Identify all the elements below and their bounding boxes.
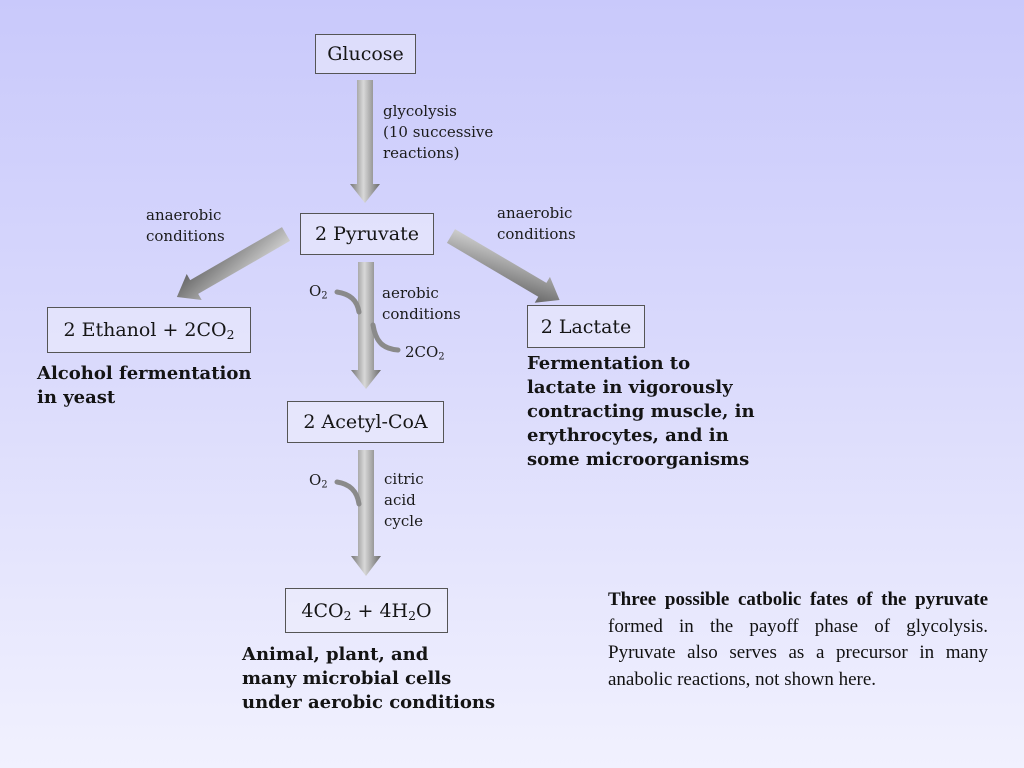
glycolysis-arrow	[350, 80, 380, 203]
o2-label-top: O2	[309, 282, 328, 302]
anaerobic-right-label: anaerobic conditions	[497, 204, 576, 243]
ethanol-box: 2 Ethanol + 2CO2	[47, 307, 251, 353]
co2-h2o-label: 4CO2 + 4H2O	[301, 599, 432, 623]
lactate-label: 2 Lactate	[540, 315, 632, 338]
ethanol-label: 2 Ethanol + 2CO2	[63, 319, 235, 343]
aerobic-label: aerobic conditions	[382, 284, 461, 323]
glycolysis-label: glycolysis (10 successive reactions)	[383, 102, 494, 162]
figure-caption: Three possible catbolic fates of the pyr…	[608, 587, 988, 693]
aerobic-conditions-caption: Animal, plant, and many microbial cells …	[242, 644, 496, 713]
lactate-fermentation-caption: Fermentation to lactate in vigorously co…	[527, 353, 755, 470]
pyruvate-box: 2 Pyruvate	[300, 213, 434, 255]
acetyl-coa-box: 2 Acetyl-CoA	[287, 401, 444, 443]
o2-label-bottom: O2	[309, 471, 328, 491]
pyruvate-label: 2 Pyruvate	[315, 223, 419, 245]
o2-input-curve-top	[334, 289, 362, 315]
alcohol-fermentation-caption: Alcohol fermentation in yeast	[37, 363, 252, 408]
anaerobic-right-arrow	[446, 229, 560, 303]
co2-h2o-box: 4CO2 + 4H2O	[285, 588, 448, 633]
citric-acid-cycle-label: citric acid cycle	[384, 470, 424, 530]
figure-caption-bold: Three possible catbolic fates of the pyr…	[608, 589, 988, 610]
glucose-box: Glucose	[315, 34, 416, 74]
citric-acid-cycle-arrow	[351, 450, 381, 576]
co2-output-label: 2CO2	[405, 343, 445, 363]
figure-caption-text: formed in the payoff phase of glycolysis…	[608, 615, 988, 690]
anaerobic-left-label: anaerobic conditions	[146, 206, 225, 245]
anaerobic-left-arrow	[176, 227, 290, 300]
glucose-label: Glucose	[327, 43, 404, 65]
aerobic-arrow	[351, 262, 381, 389]
co2-output-curve	[370, 322, 401, 353]
acetyl-coa-label: 2 Acetyl-CoA	[303, 411, 428, 433]
lactate-box: 2 Lactate	[527, 305, 645, 348]
o2-input-curve-bottom	[334, 479, 362, 507]
